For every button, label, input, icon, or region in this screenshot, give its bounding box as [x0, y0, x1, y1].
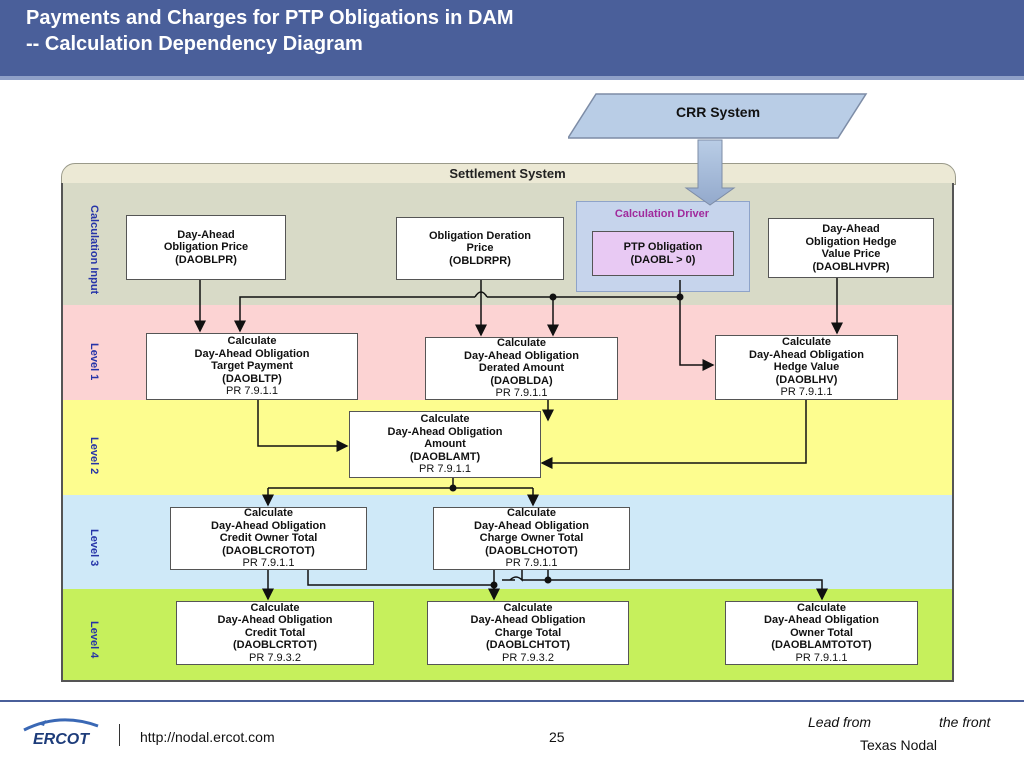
band-label-level-2: Level 2 [88, 437, 100, 475]
calc-daoblcrotot-pr: PR 7.9.1.1 [242, 557, 295, 570]
calc-daoblamtotot-line1: Calculate [797, 601, 846, 614]
calc-box-daoblamtotot: Calculate Day-Ahead Obligation Owner Tot… [725, 601, 918, 665]
footer-divider [0, 700, 1024, 702]
tagline-texas-nodal: Texas Nodal [860, 737, 938, 753]
calc-box-daoblcrotot: Calculate Day-Ahead Obligation Credit Ow… [170, 507, 367, 570]
crr-system-label: CRR System [675, 104, 761, 120]
footer-url: http://nodal.ercot.com [140, 729, 275, 745]
calc-daobltp-line3: Target Payment [211, 360, 293, 373]
title-bar [0, 0, 1024, 78]
settlement-system-label: Settlement System [449, 166, 566, 181]
calc-daoblamt-line3: Amount [424, 438, 466, 451]
input-obldrpr-line1: Obligation Deration [428, 229, 532, 242]
ercot-logo: ERCOT [23, 718, 99, 748]
calc-daoblamt-line2: Day-Ahead Obligation [387, 425, 503, 438]
calc-daoblamt-pr: PR 7.9.1.1 [419, 463, 471, 476]
input-daoblhvpr-line1: Day-Ahead [822, 223, 880, 235]
calc-daoblamtotot-line4: (DAOBLAMTOTOT) [771, 639, 872, 652]
calc-daobltp-pr: PR 7.9.1.1 [226, 385, 278, 398]
calc-daoblhv-line4: (DAOBLHV) [775, 373, 838, 386]
input-daoblpr-line2: Obligation Price [163, 241, 249, 254]
calc-daoblcrtot-line1: Calculate [250, 601, 300, 614]
calc-daoblchtot-pr: PR 7.9.3.2 [502, 651, 554, 664]
calc-daoblcrotot-line4: (DAOBLCROTOT) [222, 544, 315, 557]
calc-daoblda-line3: Derated Amount [478, 362, 565, 375]
calc-daoblchtot-line4: (DAOBLCHTOT) [485, 639, 571, 652]
calc-daoblhv-line2: Day-Ahead Obligation [749, 348, 864, 361]
input-daoblhvpr-line3: Value Price [821, 248, 881, 260]
calc-box-daoblcrtot: Calculate Day-Ahead Obligation Credit To… [176, 601, 374, 665]
calc-box-daoblhv: Calculate Day-Ahead Obligation Hedge Val… [715, 335, 898, 400]
page-number: 25 [549, 729, 565, 745]
input-daoblhvpr-line4: (DAOBLHVPR) [812, 260, 890, 273]
calc-daoblchotot-pr: PR 7.9.1.1 [505, 557, 558, 570]
footer-separator [119, 724, 120, 746]
slide-title-line1: Payments and Charges for PTP Obligations… [26, 7, 514, 29]
calc-daoblchotot-line1: Calculate [507, 507, 556, 520]
title-bar-stripe [0, 76, 1024, 80]
input-box-obldrpr: Obligation Deration Price (OBLDRPR) [396, 217, 564, 280]
band-label-level-4: Level 4 [88, 621, 100, 659]
calc-daoblamtotot-pr: PR 7.9.1.1 [795, 651, 848, 664]
calc-daoblda-line4: (DAOBLDA) [490, 374, 553, 387]
calc-box-daoblda: Calculate Day-Ahead Obligation Derated A… [425, 337, 618, 400]
tagline-lead-from: Lead from [808, 714, 872, 730]
calc-daoblhv-line1: Calculate [782, 336, 831, 349]
tagline-the-front: the front [939, 714, 991, 730]
calc-daoblamtotot-line2: Day-Ahead Obligation [764, 614, 879, 627]
calc-box-daoblchtot: Calculate Day-Ahead Obligation Charge To… [427, 601, 629, 665]
input-obldrpr-line2: Price [466, 242, 494, 255]
calc-box-daoblamt: Calculate Day-Ahead Obligation Amount (D… [349, 411, 541, 478]
calc-daoblchotot-line3: Charge Owner Total [479, 532, 584, 545]
calc-daoblcrotot-line2: Day-Ahead Obligation [211, 519, 326, 532]
calc-daoblcrtot-line2: Day-Ahead Obligation [217, 614, 333, 627]
ptp-obligation-line1: PTP Obligation [623, 241, 703, 253]
calc-daoblhv-pr: PR 7.9.1.1 [780, 386, 833, 399]
calc-daoblda-line1: Calculate [497, 337, 546, 350]
calc-daoblchotot-line2: Day-Ahead Obligation [474, 519, 589, 532]
calc-box-daoblchotot: Calculate Day-Ahead Obligation Charge Ow… [433, 507, 630, 570]
calc-daoblda-line2: Day-Ahead Obligation [464, 349, 579, 362]
input-daoblhvpr-line2: Obligation Hedge [805, 235, 897, 248]
calc-daoblchtot-line1: Calculate [503, 601, 553, 614]
calc-daoblchtot-line3: Charge Total [494, 626, 562, 639]
calc-daoblda-pr: PR 7.9.1.1 [495, 387, 548, 400]
calc-daoblchotot-line4: (DAOBLCHOTOT) [485, 544, 578, 557]
calc-box-daobltp: Calculate Day-Ahead Obligation Target Pa… [146, 333, 358, 400]
calc-daoblhv-line3: Hedge Value [773, 361, 840, 374]
input-box-daoblpr: Day-Ahead Obligation Price (DAOBLPR) [126, 215, 286, 280]
calc-daobltp-line2: Day-Ahead Obligation [194, 347, 310, 360]
ptp-obligation-box: PTP Obligation (DAOBL > 0) [592, 231, 734, 276]
calc-daoblcrtot-line4: (DAOBLCRTOT) [232, 639, 318, 652]
band-label-calculation-input: Calculation Input [88, 205, 100, 295]
calc-daoblamt-line1: Calculate [420, 413, 470, 426]
input-daoblpr-line1: Day-Ahead [177, 228, 235, 241]
input-daoblpr-line3: (DAOBLPR) [175, 253, 237, 266]
calculation-driver-label: Calculation Driver [614, 208, 710, 220]
ercot-logo-text: ERCOT [33, 731, 90, 748]
calc-daobltp-line1: Calculate [227, 335, 277, 348]
calc-daoblcrtot-pr: PR 7.9.3.2 [249, 651, 301, 664]
crr-system-shape [568, 93, 868, 139]
calc-daoblchtot-line2: Day-Ahead Obligation [470, 614, 586, 627]
band-label-level-1: Level 1 [88, 343, 100, 381]
calc-daoblcrotot-line1: Calculate [244, 507, 293, 520]
calc-daoblcrotot-line3: Credit Owner Total [219, 532, 318, 545]
calc-daoblamt-line4: (DAOBLAMT) [409, 450, 481, 463]
calc-daoblamtotot-line3: Owner Total [790, 626, 853, 639]
input-box-daoblhvpr: Day-Ahead Obligation Hedge Value Price (… [768, 218, 934, 278]
input-obldrpr-line3: (OBLDRPR) [449, 254, 511, 267]
calc-daobltp-line4: (DAOBLTP) [222, 372, 282, 385]
ptp-obligation-line2: (DAOBL > 0) [630, 253, 696, 266]
band-label-level-3: Level 3 [88, 529, 100, 567]
calc-daoblcrtot-line3: Credit Total [244, 626, 306, 639]
slide-title-line2: -- Calculation Dependency Diagram [26, 33, 363, 55]
